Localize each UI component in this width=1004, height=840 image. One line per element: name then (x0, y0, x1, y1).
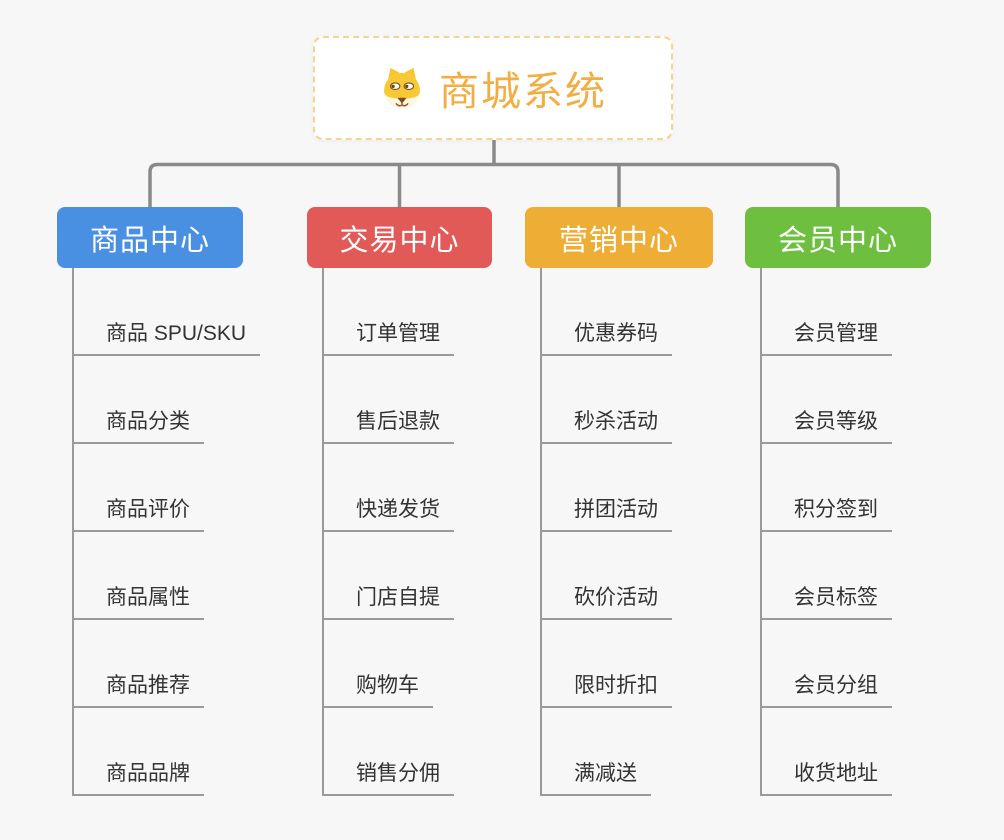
child-node[interactable]: 门店自提 (324, 581, 454, 620)
child-row: 售后退款 (324, 356, 492, 444)
child-row: 商品品牌 (74, 708, 243, 796)
branch-header-trade-center[interactable]: 交易中心 (307, 207, 492, 268)
child-row: 限时折扣 (542, 620, 713, 708)
child-node[interactable]: 商品品牌 (74, 757, 204, 796)
child-row: 商品 SPU/SKU (74, 268, 261, 356)
branch-children-marketing-center: 优惠券码 秒杀活动 拼团活动 砍价活动 限时折扣 满减送 (540, 268, 713, 796)
child-row: 拼团活动 (542, 444, 713, 532)
child-node[interactable]: 收货地址 (762, 757, 892, 796)
child-node[interactable]: 会员分组 (762, 669, 892, 708)
child-node[interactable]: 会员标签 (762, 581, 892, 620)
child-node[interactable]: 会员管理 (762, 317, 892, 356)
root-title: 商城系统 (439, 70, 607, 114)
branch-header-product-center[interactable]: 商品中心 (57, 207, 243, 268)
child-row: 满减送 (542, 708, 713, 796)
child-node[interactable]: 会员等级 (762, 405, 892, 444)
child-row: 商品推荐 (74, 620, 243, 708)
child-node[interactable]: 商品属性 (74, 581, 204, 620)
branch-trade-center: 交易中心 订单管理 售后退款 快递发货 门店自提 购物车 销售分佣 (307, 207, 492, 796)
branch-children-member-center: 会员管理 会员等级 积分签到 会员标签 会员分组 收货地址 (760, 268, 931, 796)
child-node[interactable]: 砍价活动 (542, 581, 672, 620)
child-row: 订单管理 (324, 268, 492, 356)
branch-header-marketing-center[interactable]: 营销中心 (525, 207, 713, 268)
root-node[interactable]: 商城系统 (313, 36, 673, 140)
child-node[interactable]: 销售分佣 (324, 757, 454, 796)
child-row: 商品评价 (74, 444, 243, 532)
branch-product-center: 商品中心 商品 SPU/SKU 商品分类 商品评价 商品属性 商品推荐 商品品牌 (57, 207, 261, 796)
child-row: 门店自提 (324, 532, 492, 620)
child-row: 会员分组 (762, 620, 931, 708)
child-row: 商品属性 (74, 532, 243, 620)
child-row: 优惠券码 (542, 268, 713, 356)
branch-children-product-center: 商品 SPU/SKU 商品分类 商品评价 商品属性 商品推荐 商品品牌 (72, 268, 261, 796)
branch-marketing-center: 营销中心 优惠券码 秒杀活动 拼团活动 砍价活动 限时折扣 满减送 (525, 207, 713, 796)
child-node[interactable]: 限时折扣 (542, 669, 672, 708)
child-node[interactable]: 售后退款 (324, 405, 454, 444)
child-node[interactable]: 商品评价 (74, 493, 204, 532)
child-node[interactable]: 商品 SPU/SKU (74, 317, 261, 356)
child-node[interactable]: 积分签到 (762, 493, 892, 532)
child-row: 销售分佣 (324, 708, 492, 796)
child-row: 秒杀活动 (542, 356, 713, 444)
child-row: 收货地址 (762, 708, 931, 796)
child-node[interactable]: 满减送 (542, 757, 651, 796)
child-node[interactable]: 快递发货 (324, 493, 454, 532)
child-row: 会员等级 (762, 356, 931, 444)
branch-children-trade-center: 订单管理 售后退款 快递发货 门店自提 购物车 销售分佣 (322, 268, 492, 796)
child-row: 会员管理 (762, 268, 931, 356)
branch-member-center: 会员中心 会员管理 会员等级 积分签到 会员标签 会员分组 收货地址 (745, 207, 931, 796)
child-node[interactable]: 优惠券码 (542, 317, 672, 356)
child-node[interactable]: 拼团活动 (542, 493, 672, 532)
child-node[interactable]: 购物车 (324, 669, 433, 708)
child-node[interactable]: 商品分类 (74, 405, 204, 444)
doge-icon (379, 65, 425, 111)
child-node[interactable]: 秒杀活动 (542, 405, 672, 444)
branch-bracket-line (148, 162, 840, 210)
child-row: 快递发货 (324, 444, 492, 532)
child-row: 购物车 (324, 620, 492, 708)
child-row: 砍价活动 (542, 532, 713, 620)
child-row: 会员标签 (762, 532, 931, 620)
child-node[interactable]: 商品推荐 (74, 669, 204, 708)
child-node[interactable]: 订单管理 (324, 317, 454, 356)
branch-header-member-center[interactable]: 会员中心 (745, 207, 931, 268)
child-row: 商品分类 (74, 356, 243, 444)
child-row: 积分签到 (762, 444, 931, 532)
